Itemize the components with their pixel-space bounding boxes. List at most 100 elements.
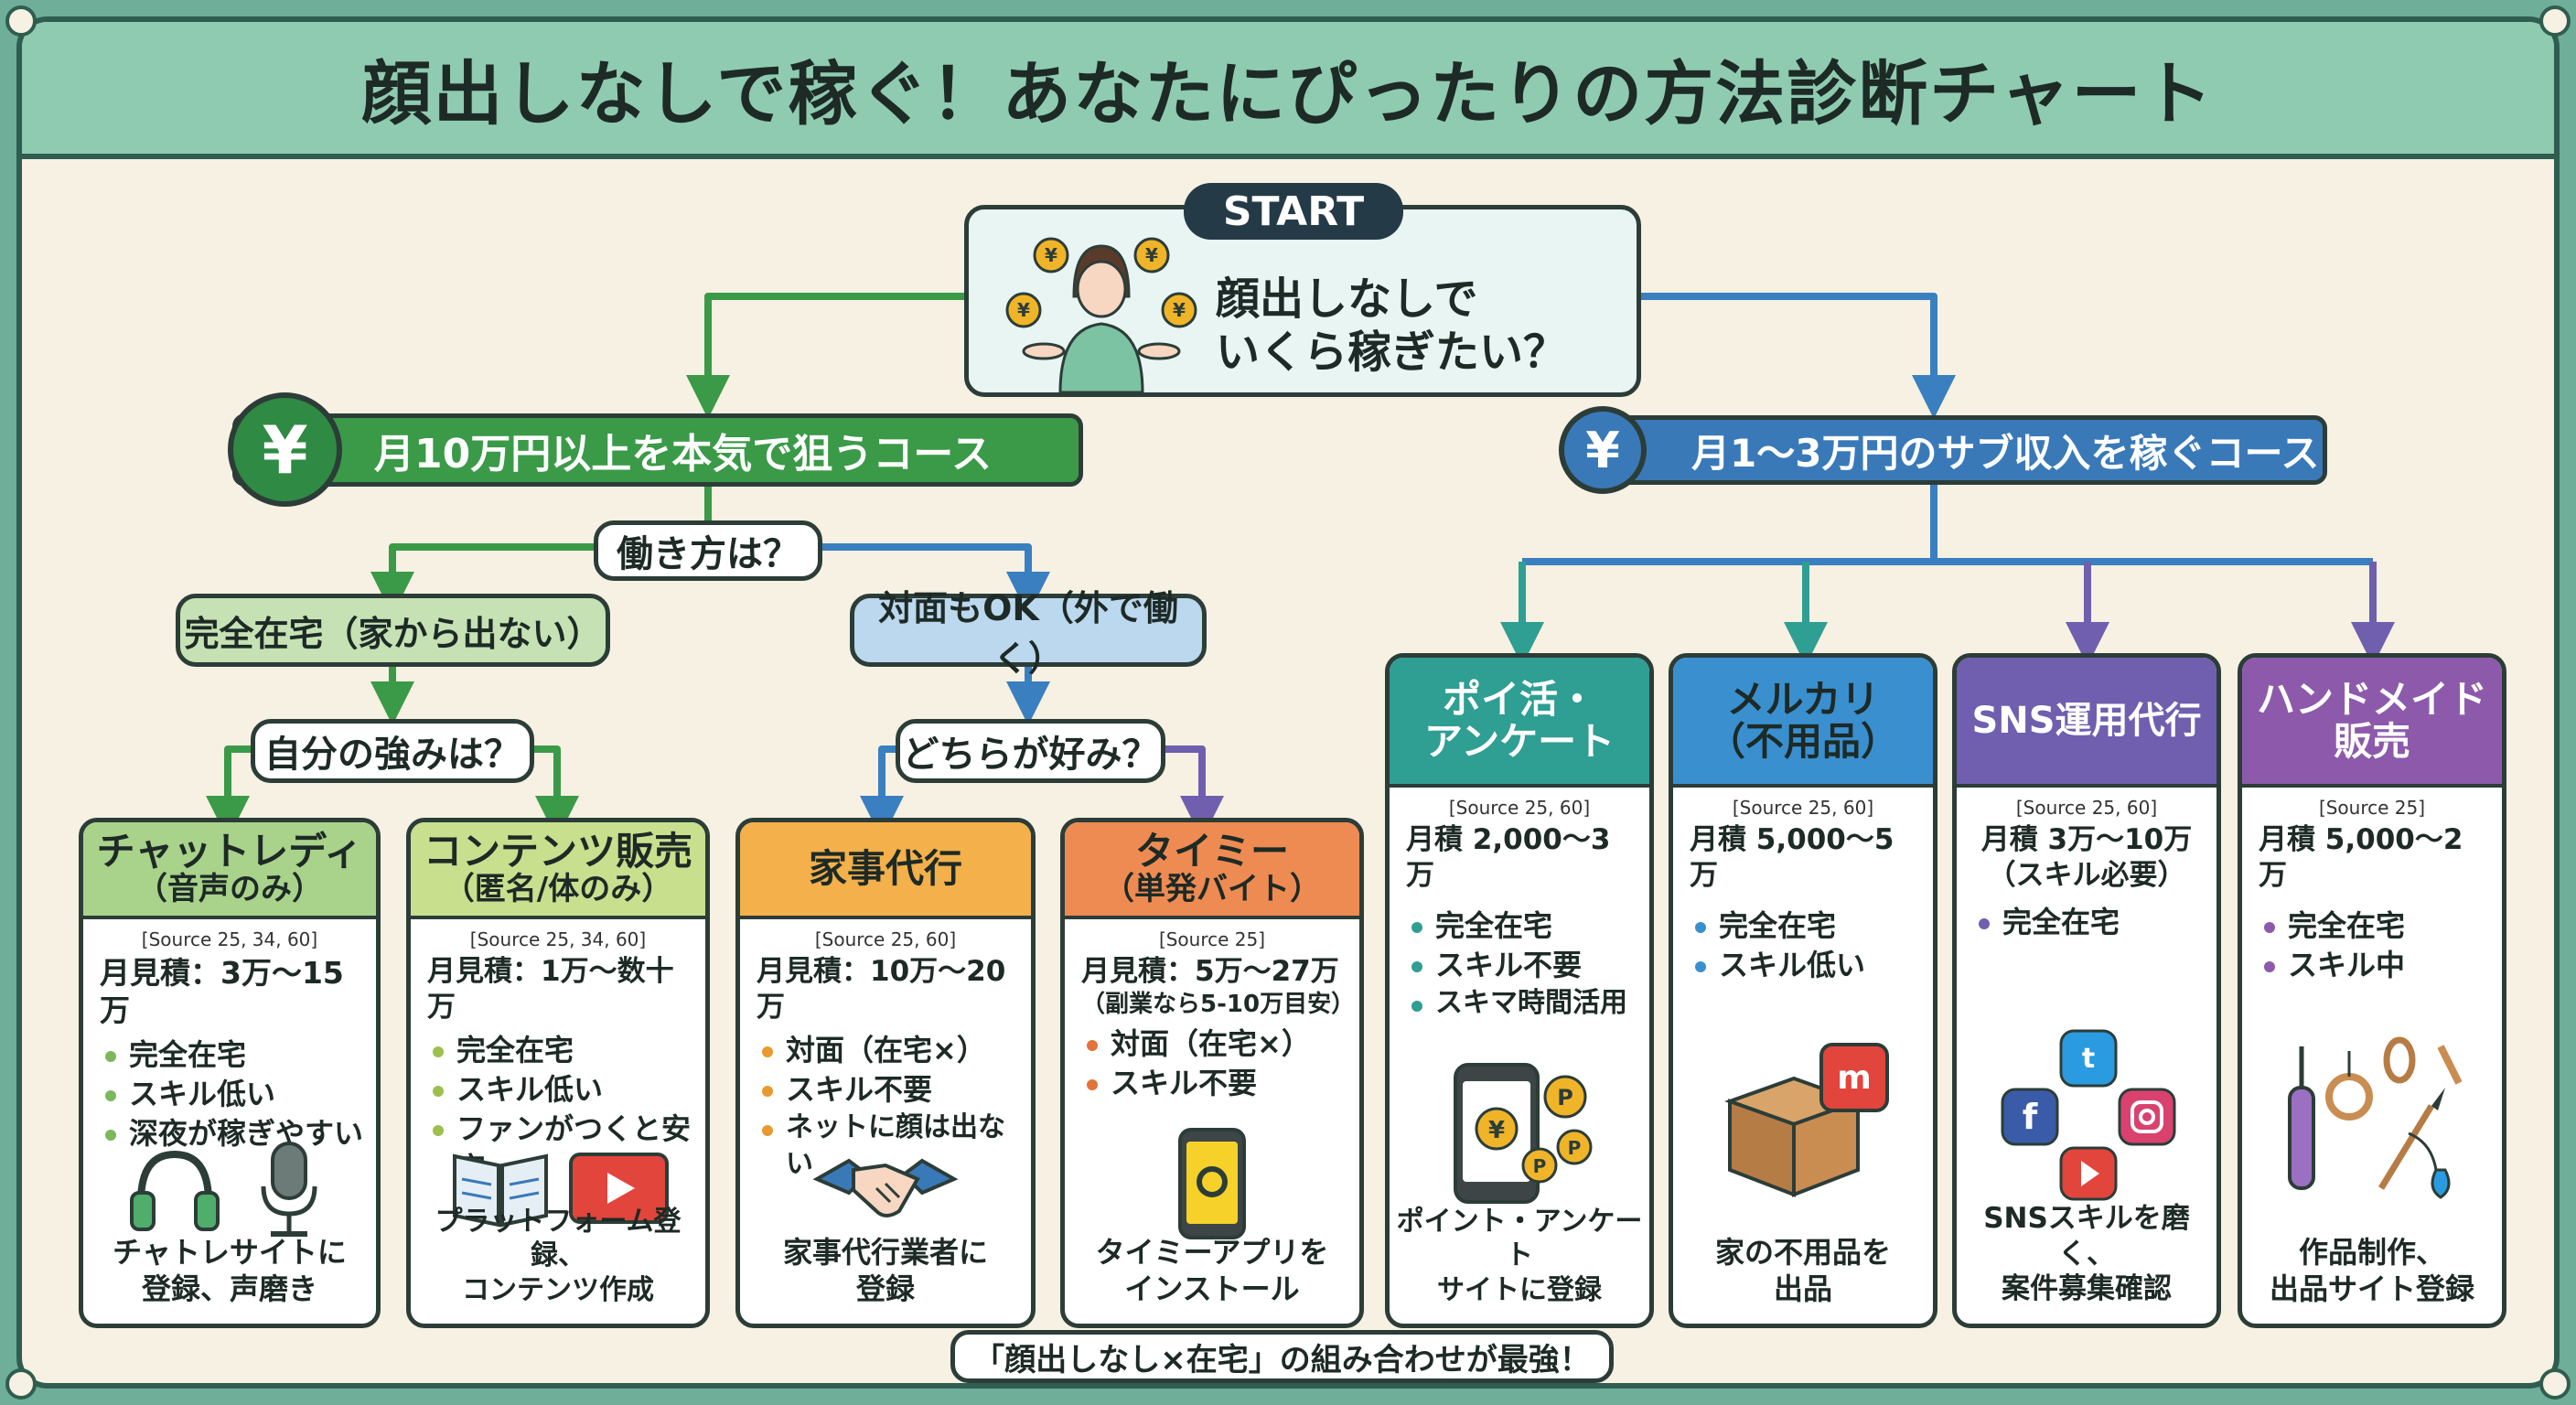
card-earnings: 月見積：5万〜27万 xyxy=(1081,955,1339,988)
option-full-remote: 完全在宅（家から出ない） xyxy=(176,594,610,667)
yen-icon: ¥ xyxy=(1559,406,1647,494)
card-housework: 家事代行 [Source 25, 60] 月見積：10万〜20万 対面（在宅×）… xyxy=(735,818,1036,1328)
card-earnings: 月積 5,000〜2万 xyxy=(2259,823,2463,892)
card-source: [Source 25] xyxy=(1158,928,1266,950)
card-source: [Source 25, 60] xyxy=(2015,797,2158,819)
card-earnings: 月積 5,000〜5万 xyxy=(1690,823,1894,892)
card-subtitle: 販売 xyxy=(2333,719,2410,764)
svg-text:¥: ¥ xyxy=(1045,244,1057,266)
start-question-line1: 顔出しなしで xyxy=(1216,273,1478,325)
microphone-icon xyxy=(261,1141,317,1237)
handshake-icon xyxy=(812,1158,959,1217)
card-earnings: 月見積：10万〜20万 xyxy=(757,955,1006,1024)
card-subtitle: アンケート xyxy=(1423,719,1615,764)
svg-text:P: P xyxy=(1557,1085,1573,1110)
diagram-frame: 顔出しなしで稼ぐ！あなたにぴったりの方法診断チャート xyxy=(16,16,2560,1389)
question-preference: どちらが好み？ xyxy=(896,719,1165,783)
cardboard-box-icon: m xyxy=(1724,1043,1889,1197)
card-handmade: ハンドメイド 販売 [Source 25] 月積 5,000〜2万 完全在宅 ス… xyxy=(2238,653,2506,1328)
card-action-line2: 登録、声磨き xyxy=(141,1271,317,1306)
card-bullet: 深夜が稼ぎやすい xyxy=(103,1114,367,1153)
card-mercari: メルカリ （不用品） [Source 25, 60] 月積 5,000〜5万 完… xyxy=(1669,653,1937,1328)
card-earnings-note: （副業なら5-10万目安） xyxy=(1081,990,1356,1018)
card-bullet: スキル不要 xyxy=(1410,946,1640,985)
card-content-sales: コンテンツ販売 （匿名/体のみ） [Source 25, 34, 60] 月見積… xyxy=(406,818,710,1328)
card-action-line2: 登録 xyxy=(855,1271,915,1306)
card-bullet: ネットに顔は出ない xyxy=(760,1110,1022,1184)
card-bullet: スキル不要 xyxy=(1085,1064,1350,1103)
frame-corner-ornament xyxy=(5,5,37,37)
start-question-line2: いくら稼ぎたい？ xyxy=(1216,326,1568,378)
svg-text:¥: ¥ xyxy=(1173,299,1186,321)
question-strength: 自分の強みは？ xyxy=(251,719,534,783)
card-earnings: 月積 2,000〜3万 xyxy=(1406,823,1611,892)
card-earnings: 月見積：1万〜数十万 xyxy=(427,955,674,1024)
card-title: メルカリ xyxy=(1726,676,1880,722)
right-course-label: 月1〜3万円のサブ収入を稼ぐコース xyxy=(1691,430,2320,476)
card-source: [Source 25, 34, 60] xyxy=(141,928,318,950)
card-sns-management: SNS運用代行 [Source 25, 60] 月積 3万〜10万 （スキル必要… xyxy=(1952,653,2221,1328)
svg-text:m: m xyxy=(1837,1059,1872,1097)
card-bullet: 対面（在宅×） xyxy=(1085,1024,1350,1064)
card-earnings: 月積 3万〜10万 xyxy=(1980,823,2193,856)
card-bullet: 対面（在宅×） xyxy=(760,1031,1022,1070)
social-media-icons: t f xyxy=(2001,1029,2176,1201)
card-source: [Source 25, 60] xyxy=(814,928,957,950)
card-action-line1: タイミーアプリを xyxy=(1095,1235,1329,1270)
line-q3-timee xyxy=(1165,745,1224,840)
card-bullet: 完全在宅 xyxy=(2262,906,2493,946)
craft-tools-icon xyxy=(2288,1036,2463,1199)
svg-text:¥: ¥ xyxy=(1488,1117,1505,1144)
card-timee: タイミー （単発バイト） [Source 25] 月見積：5万〜27万 （副業な… xyxy=(1060,818,1364,1328)
book-icon xyxy=(452,1153,548,1228)
line-q3-housework xyxy=(860,745,904,840)
card-action-line1: 作品制作、 xyxy=(2298,1235,2445,1270)
card-point-survey: ポイ活・ アンケート [Source 25, 60] 月積 2,000〜3万 完… xyxy=(1385,653,1654,1328)
card-earnings: 月見積：3万〜15万 xyxy=(100,955,344,1029)
card-bullet: スキル低い xyxy=(431,1070,696,1110)
frame-corner-ornament xyxy=(2539,1368,2571,1400)
card-action-line2: インストール xyxy=(1124,1271,1300,1306)
svg-text:¥: ¥ xyxy=(1017,299,1030,321)
card-bullet: スキル低い xyxy=(1693,946,1924,985)
card-title: タイミー xyxy=(1134,829,1289,874)
line-q2-content xyxy=(534,745,579,840)
question-workstyle: 働き方は？ xyxy=(594,520,822,581)
line-q1-face xyxy=(822,543,1050,616)
card-bullet: 完全在宅 xyxy=(431,1031,696,1070)
smartphone-app-icon xyxy=(1178,1127,1246,1239)
card-earnings-note: （スキル必要） xyxy=(1987,858,2186,892)
card-chat-lady: チャットレディ （音声のみ） [Source 25, 34, 60] 月見積：3… xyxy=(79,818,381,1328)
card-source: [Source 25, 34, 60] xyxy=(469,928,647,950)
card-bullet: 完全在宅 xyxy=(103,1035,367,1075)
line-q1-home xyxy=(370,543,594,616)
card-action-line2: コンテンツ作成 xyxy=(462,1273,654,1306)
card-action-line1: SNSスキルを磨く、 xyxy=(1983,1201,2190,1271)
card-action-line1: プラットフォーム登録、 xyxy=(435,1205,682,1272)
card-action-line1: ポイント・アンケート xyxy=(1396,1205,1643,1272)
left-course-label: 月10万円以上を本気で狙うコース xyxy=(374,431,993,477)
card-bullet: ファンがつくと安定 xyxy=(431,1110,696,1188)
card-title: SNS運用代行 xyxy=(1971,700,2202,742)
start-badge: START xyxy=(1184,183,1403,240)
card-subtitle: （音声のみ） xyxy=(136,871,323,908)
right-course-banner: 月1〜3万円のサブ収入を稼ぐコース xyxy=(1595,415,2327,485)
svg-text:t: t xyxy=(2082,1043,2095,1075)
line-q2-chat xyxy=(206,745,251,840)
card-source: [Source 25, 60] xyxy=(1732,797,1874,819)
option-face-to-face: 対面もOK（外で働く） xyxy=(850,588,1207,679)
left-course-banner: 月10万円以上を本気で狙うコース xyxy=(232,413,1083,487)
card-title: ハンドメイド xyxy=(2256,676,2487,722)
card-bullet: 完全在宅 xyxy=(1693,906,1924,946)
card-title: コンテンツ販売 xyxy=(423,829,692,874)
video-play-icon xyxy=(568,1153,669,1224)
line-start-left xyxy=(686,293,964,419)
card-bullet: スキマ時間活用 xyxy=(1410,985,1640,1023)
card-source: [Source 25] xyxy=(2318,797,2426,819)
svg-text:P: P xyxy=(1568,1137,1582,1159)
card-title: チャットレディ xyxy=(96,829,363,874)
card-subtitle: （匿名/体のみ） xyxy=(443,871,673,908)
card-action-line1: 家事代行業者に xyxy=(782,1235,988,1270)
card-action-line1: 家の不用品を xyxy=(1714,1235,1891,1270)
